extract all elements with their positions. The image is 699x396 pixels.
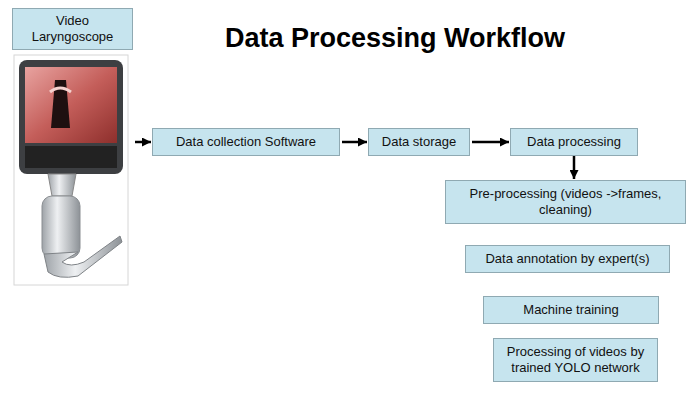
airway-opening (51, 80, 70, 128)
process-box: Data collection Software (152, 128, 340, 156)
box-text: Data storage (375, 134, 463, 150)
screen-housing (19, 60, 123, 174)
screen-image (25, 67, 117, 143)
process-box: Data annotation by expert(s) (465, 245, 670, 273)
flow-arrow (342, 141, 367, 144)
box-text: Data annotation by expert(s) (472, 251, 663, 267)
process-box: Machine training (483, 296, 659, 324)
device-label: Video Laryngoscope (12, 8, 133, 285)
process-box: Pre-processing (videos ->frames, cleanin… (445, 180, 686, 224)
screen-bezel (25, 146, 117, 168)
box-text: Video Laryngoscope (12, 8, 133, 50)
process-box: Processing of videos by trained YOLO net… (493, 338, 658, 382)
box-text: Pre-processing (videos ->frames, cleanin… (452, 186, 679, 218)
process-box: Data storage (368, 128, 470, 156)
device-blade (44, 236, 122, 277)
flow-arrow (135, 141, 151, 144)
device-neck (48, 174, 76, 196)
box-text: Data collection Software (159, 134, 333, 150)
device-handle (42, 196, 80, 258)
flow-arrow (573, 156, 576, 179)
process-box: Data processing (510, 128, 638, 156)
box-text: Processing of videos by trained YOLO net… (500, 344, 651, 376)
image-frame (14, 55, 128, 285)
cord-detail (50, 88, 71, 92)
box-text: Machine training (490, 302, 652, 318)
box-text: Data processing (517, 134, 631, 150)
diagram-title: Data Processing Workflow (150, 22, 640, 54)
flow-arrow (472, 141, 509, 144)
